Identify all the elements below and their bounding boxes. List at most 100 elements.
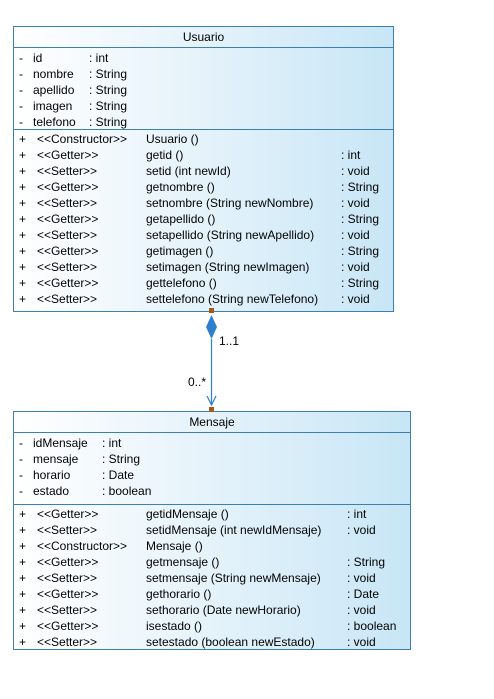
operation-row[interactable]: +<<Setter>>setmensaje (String newMensaje… <box>14 570 410 586</box>
operation-row[interactable]: +<<Setter>>setestado (boolean newEstado)… <box>14 634 410 650</box>
attribute-name: horario <box>33 468 71 482</box>
class-name: Usuario <box>14 27 393 48</box>
composition-diamond <box>206 315 217 339</box>
operation-row[interactable]: +<<Getter>>isestado (): boolean <box>14 618 410 634</box>
operation-row[interactable]: +<<Getter>>getnombre (): String <box>14 179 393 195</box>
attributes-section: -id: int-nombre: String-apellido: String… <box>14 48 393 130</box>
operation-signature: getimagen () <box>146 244 214 258</box>
attribute-visibility: - <box>19 67 23 81</box>
operation-signature: setidMensaje (int newIdMensaje) <box>146 523 322 537</box>
operation-signature: Usuario () <box>146 132 199 146</box>
operation-row[interactable]: +<<Setter>>setidMensaje (int newIdMensaj… <box>14 522 410 538</box>
operation-signature: gethorario () <box>146 587 212 601</box>
operation-return-type: : Date <box>347 587 380 601</box>
attribute-row[interactable]: -id: int <box>14 50 393 66</box>
operations-section: +<<Constructor>>Usuario ()+<<Getter>>get… <box>14 130 393 307</box>
attribute-row[interactable]: -estado : boolean <box>14 483 410 499</box>
operation-stereotype: <<Setter>> <box>37 196 98 210</box>
operation-visibility: + <box>19 276 27 290</box>
attribute-visibility: - <box>19 51 23 65</box>
operation-row[interactable]: +<<Constructor>>Mensaje () <box>14 538 410 554</box>
operation-row[interactable]: +<<Getter>>getimagen (): String <box>14 243 393 259</box>
mensaje-class[interactable]: Mensaje -idMensaje: int-mensaje: String-… <box>13 411 411 650</box>
operation-stereotype: <<Getter>> <box>37 244 99 258</box>
operations-section: +<<Getter>>getidMensaje (): int+<<Setter… <box>14 505 410 650</box>
operation-stereotype: <<Setter>> <box>37 164 98 178</box>
operation-stereotype: <<Setter>> <box>37 603 98 617</box>
attribute-visibility: - <box>19 83 23 97</box>
attribute-visibility: - <box>19 484 23 498</box>
operation-stereotype: <<Getter>> <box>37 619 99 633</box>
arrow-head <box>206 395 217 407</box>
attribute-row[interactable]: -apellido: String <box>14 82 393 98</box>
attribute-type: : String <box>89 115 128 129</box>
attribute-row[interactable]: -mensaje: String <box>14 451 410 467</box>
operation-stereotype: <<Constructor>> <box>37 539 128 553</box>
attribute-visibility: - <box>19 115 23 129</box>
operation-row[interactable]: + <<Getter>> getidMensaje () : int <box>14 506 410 522</box>
attribute-row[interactable]: -horario: Date <box>14 467 410 483</box>
operation-signature: setimagen (String newImagen) <box>146 260 310 274</box>
attribute-row[interactable]: -nombre: String <box>14 66 393 82</box>
operation-return-type: : void <box>347 635 376 649</box>
operation-row[interactable]: +<<Setter>>setnombre (String newNombre):… <box>14 195 393 211</box>
operation-stereotype: <<Getter>> <box>37 507 99 521</box>
operation-stereotype: <<Getter>> <box>37 555 99 569</box>
attribute-type: : int <box>102 436 122 450</box>
operation-stereotype: <<Setter>> <box>37 228 98 242</box>
attribute-name: estado <box>33 484 70 498</box>
attribute-name: idMensaje <box>33 436 88 450</box>
operation-row[interactable]: +<<Getter>>getapellido (): String <box>14 211 393 227</box>
operation-row[interactable]: +<<Getter>>gettelefono (): String <box>14 275 393 291</box>
operation-visibility: + <box>19 292 27 306</box>
operation-return-type: : int <box>347 507 367 521</box>
attribute-row[interactable]: -idMensaje: int <box>14 435 410 451</box>
operation-row[interactable]: +<<Getter>>getmensaje (): String <box>14 554 410 570</box>
attribute-type: : Date <box>102 468 135 482</box>
operation-visibility: + <box>19 555 27 569</box>
operation-row[interactable]: +<<Setter>>settelefono (String newTelefo… <box>14 291 393 307</box>
operation-signature: setnombre (String newNombre) <box>146 196 314 210</box>
operation-stereotype: <<Getter>> <box>37 180 99 194</box>
operation-row[interactable]: + <<Constructor>> Usuario () <box>14 131 393 147</box>
operation-signature: getnombre () <box>146 180 215 194</box>
operation-row[interactable]: +<<Setter>>setid (int newId): void <box>14 163 393 179</box>
operation-return-type: : boolean <box>347 619 397 633</box>
operation-signature: setid (int newId) <box>146 164 231 178</box>
operation-row[interactable]: +<<Getter>>getid (): int <box>14 147 393 163</box>
operation-stereotype: <<Setter>> <box>37 571 98 585</box>
operation-signature: getid () <box>146 148 184 162</box>
attribute-row[interactable]: -telefono: String <box>14 114 393 130</box>
operation-return-type: : void <box>347 571 376 585</box>
attribute-type: : String <box>89 83 128 97</box>
operation-stereotype: <<Getter>> <box>37 148 99 162</box>
operation-stereotype: <<Setter>> <box>37 523 98 537</box>
operation-visibility: + <box>19 132 27 146</box>
operation-visibility: + <box>19 164 27 178</box>
operation-row[interactable]: +<<Setter>>setapellido (String newApelli… <box>14 227 393 243</box>
attribute-type: : boolean <box>102 484 152 498</box>
operation-return-type: : int <box>341 148 361 162</box>
operation-return-type: : void <box>341 196 370 210</box>
operation-stereotype: <<Constructor>> <box>37 132 128 146</box>
attribute-type: : String <box>89 99 128 113</box>
attributes-section: -idMensaje: int-mensaje: String-horario:… <box>14 433 410 505</box>
attribute-type: : int <box>89 51 109 65</box>
operation-row[interactable]: +<<Setter>>setimagen (String newImagen):… <box>14 259 393 275</box>
usuario-class[interactable]: Usuario -id: int-nombre: String-apellido… <box>13 26 394 312</box>
operation-return-type: : void <box>341 228 370 242</box>
operation-row[interactable]: +<<Setter>>sethorario (Date newHorario):… <box>14 602 410 618</box>
operation-row[interactable]: +<<Getter>>gethorario (): Date <box>14 586 410 602</box>
operation-visibility: + <box>19 507 27 521</box>
operation-return-type: : String <box>341 212 380 226</box>
operation-signature: setestado (boolean newEstado) <box>146 635 315 649</box>
class-name: Mensaje <box>14 412 410 433</box>
attribute-row[interactable]: -imagen: String <box>14 98 393 114</box>
operation-stereotype: <<Setter>> <box>37 635 98 649</box>
attribute-name: imagen <box>33 99 73 113</box>
operation-signature: gettelefono () <box>146 276 217 290</box>
operation-signature: getidMensaje () <box>146 507 229 521</box>
operation-return-type: : String <box>341 180 380 194</box>
operation-return-type: : String <box>347 555 386 569</box>
